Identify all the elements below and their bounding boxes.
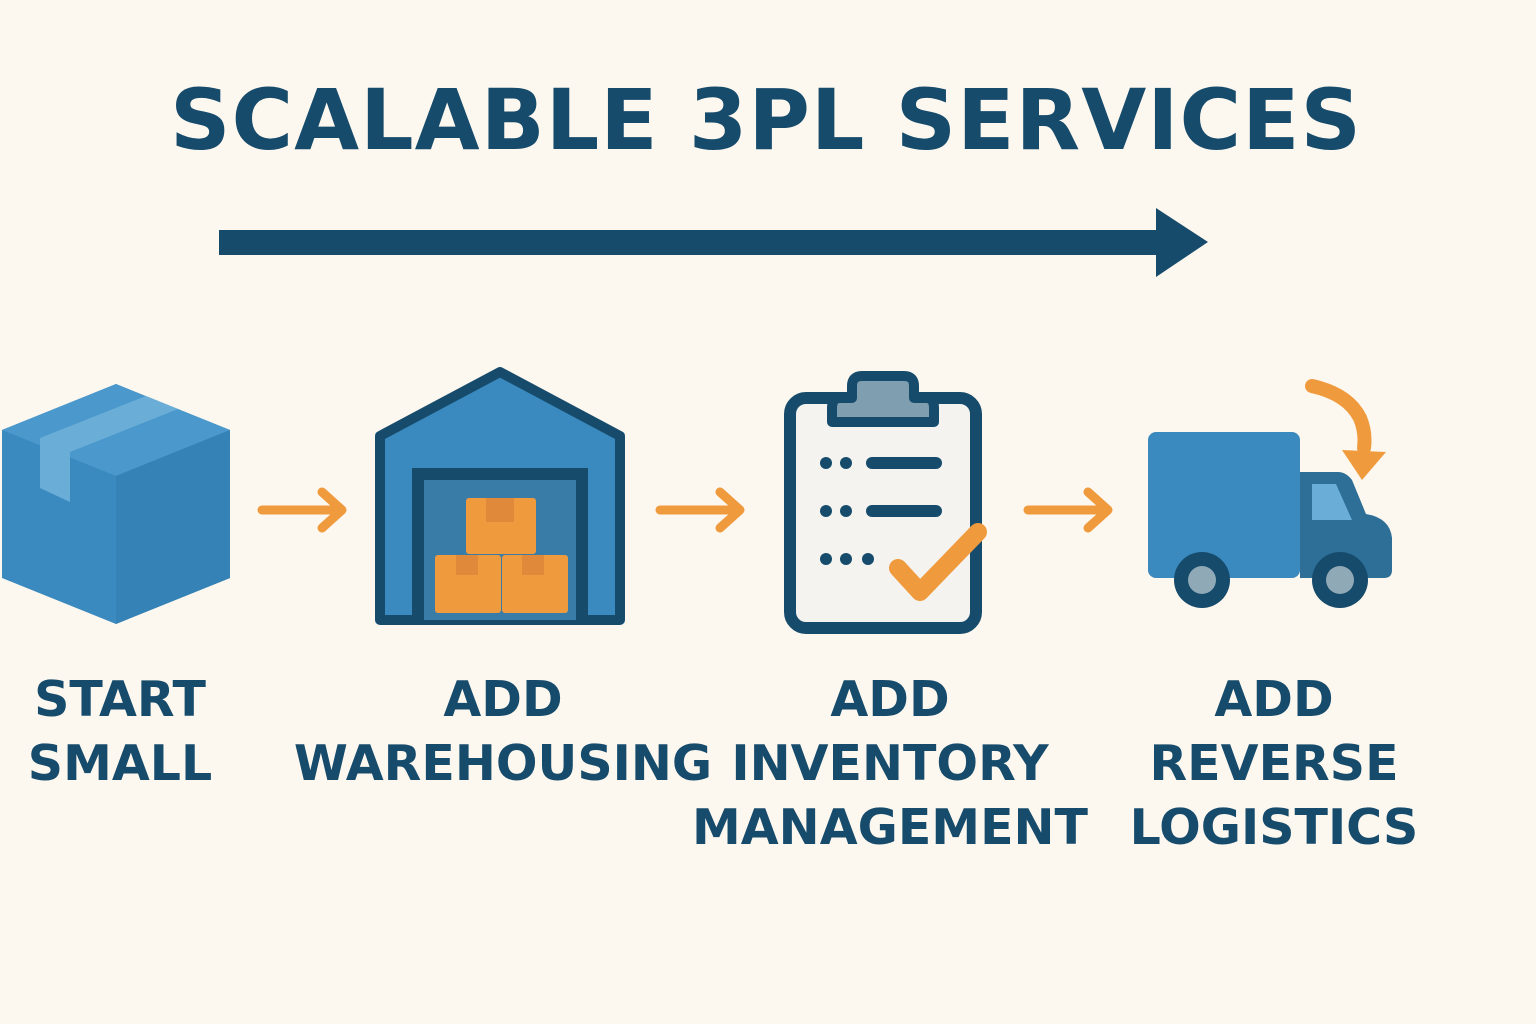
connector-arrow-icon: [655, 487, 745, 533]
diagram-title: SCALABLE 3PL SERVICES: [170, 71, 1362, 169]
step-label-start-small: START SMALL: [0, 668, 330, 796]
connector-arrow-icon: [1023, 487, 1113, 533]
step-label-line: INVENTORY: [731, 735, 1049, 792]
box-icon: [2, 384, 230, 624]
clipboard-checklist-icon: [784, 371, 987, 634]
warehouse-icon: [375, 367, 625, 625]
step-label-line: START: [34, 671, 206, 728]
step-label-line: ADD: [1214, 671, 1334, 728]
step-label-line: WAREHOUSING: [293, 735, 713, 792]
step-label-line: LOGISTICS: [1129, 799, 1419, 856]
step-label-add-reverse-logistics: ADD REVERSE LOGISTICS: [1064, 668, 1484, 860]
step-label-line: REVERSE: [1149, 735, 1399, 792]
step-label-line: ADD: [443, 671, 563, 728]
step-label-add-inventory-management: ADD INVENTORY MANAGEMENT: [680, 668, 1100, 860]
step-label-line: ADD: [830, 671, 950, 728]
connector-arrow-icon: [257, 487, 347, 533]
step-label-line: MANAGEMENT: [692, 799, 1088, 856]
step-label-add-warehousing: ADD WAREHOUSING: [293, 668, 713, 796]
progress-arrow-icon: [219, 208, 1208, 277]
step-label-line: SMALL: [27, 735, 213, 792]
truck-return-icon: [1148, 379, 1392, 608]
